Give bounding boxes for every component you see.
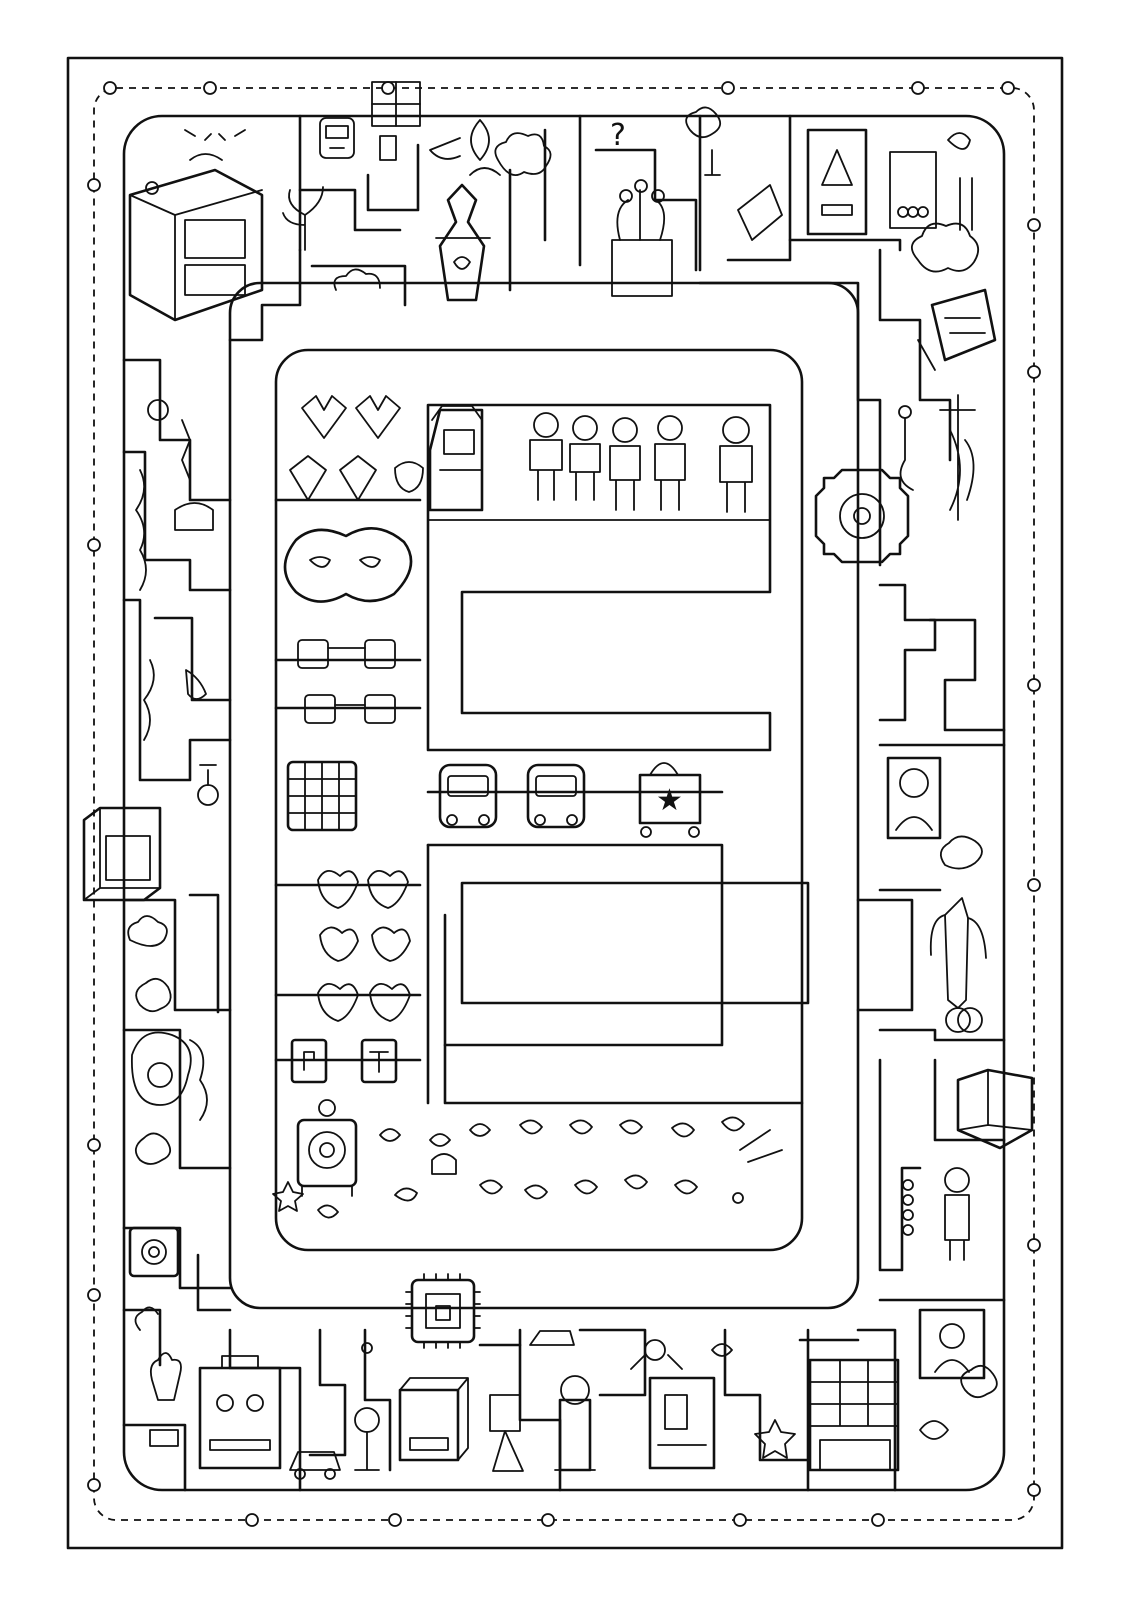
svg-text:★: ★: [656, 783, 683, 818]
person-icon: [529, 412, 563, 501]
box-icon: [956, 1068, 1034, 1150]
bus-icon: [438, 763, 498, 829]
portrait-frame: [918, 1308, 986, 1380]
character-row: [529, 412, 753, 513]
leaf-scatter: [272, 1116, 783, 1219]
clock-icon: [296, 1099, 358, 1197]
maze-board: [122, 114, 1006, 1492]
shelf-icon: [371, 81, 421, 161]
fire-hydrant-icon: [554, 1375, 596, 1472]
corridor-loop: [228, 281, 860, 1310]
bus-icon: [526, 763, 586, 829]
girl-figure: [902, 1167, 970, 1261]
star-icon: ★: [656, 783, 683, 818]
outer-frame: [66, 56, 1064, 1550]
balloon-icon: [354, 1342, 380, 1471]
car-icon: [289, 1330, 575, 1480]
person-icon: [609, 417, 641, 511]
shop-icon: [808, 1358, 900, 1472]
question-icon: ?: [610, 118, 626, 153]
heart-pairs: [317, 870, 411, 1022]
monitor-pair: [290, 1038, 398, 1084]
vase-icon: [435, 183, 491, 302]
central-area: [274, 348, 804, 1252]
arcade-cabinet-icon: [428, 405, 484, 512]
cabinet-icon: [82, 806, 162, 902]
arrow-ornaments: [289, 395, 424, 501]
picture-frame-icon: [806, 128, 973, 236]
block-chain: [297, 639, 396, 724]
cart-icon: [638, 762, 702, 838]
microchip-icon: [405, 1273, 481, 1349]
heart-icon: [283, 526, 413, 603]
maze-walls: [122, 114, 1006, 1492]
flower-pot: [611, 149, 783, 297]
woman-portrait: [131, 1031, 208, 1121]
camera-icon: [128, 1226, 180, 1278]
dashed-track: [93, 87, 1035, 1521]
track-connectors: [87, 81, 1041, 1527]
svg-text:?: ?: [610, 118, 626, 153]
hand-statue: [134, 1306, 182, 1447]
person-icon: [654, 415, 686, 511]
serpentine-path: [274, 403, 810, 1105]
printer-icon: [398, 1377, 524, 1472]
robot-icon: [319, 117, 355, 159]
vending-machine: [630, 1339, 733, 1470]
robot-icon-large: [198, 1355, 282, 1470]
bushes: [127, 106, 998, 1399]
suitcase-icon: [128, 129, 264, 322]
coat-figure: [929, 897, 987, 1033]
person-icon: [569, 415, 601, 501]
person-bust: [886, 756, 942, 840]
window-box-icon: [917, 288, 997, 371]
plant-icon: [282, 119, 501, 251]
left-vines: [135, 399, 219, 806]
gear-icon: [814, 468, 910, 564]
person-icon: [719, 416, 753, 513]
person-icon: [898, 394, 976, 521]
grid-calendar-icon: [286, 760, 358, 832]
bench-icon: [754, 1419, 949, 1459]
